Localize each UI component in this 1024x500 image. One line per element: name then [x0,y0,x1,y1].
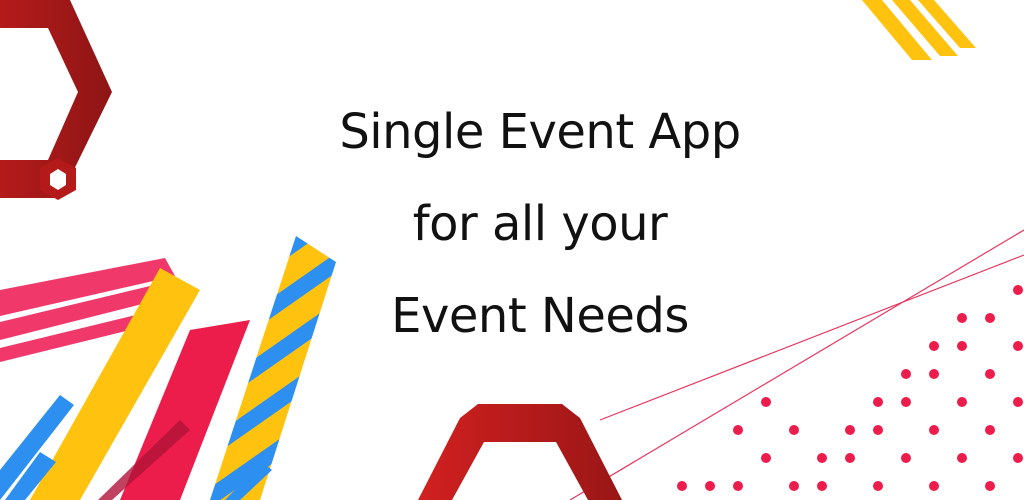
banner-headline: Single Event App for all your Event Need… [0,86,1024,362]
headline-line-3: Event Needs [391,288,689,344]
hexagon-outline-bottom-center [418,404,622,500]
diagonal-stripe-cluster-bottom-left [0,236,336,500]
headline-line-1: Single Event App [339,104,741,160]
headline-line-2: for all your [412,196,668,252]
hexagon-outline-top-left [0,0,112,198]
dot-grid-bottom-right [677,285,1023,491]
crossing-lines-right [569,229,1024,500]
yellow-stripes-top-right [862,0,976,60]
